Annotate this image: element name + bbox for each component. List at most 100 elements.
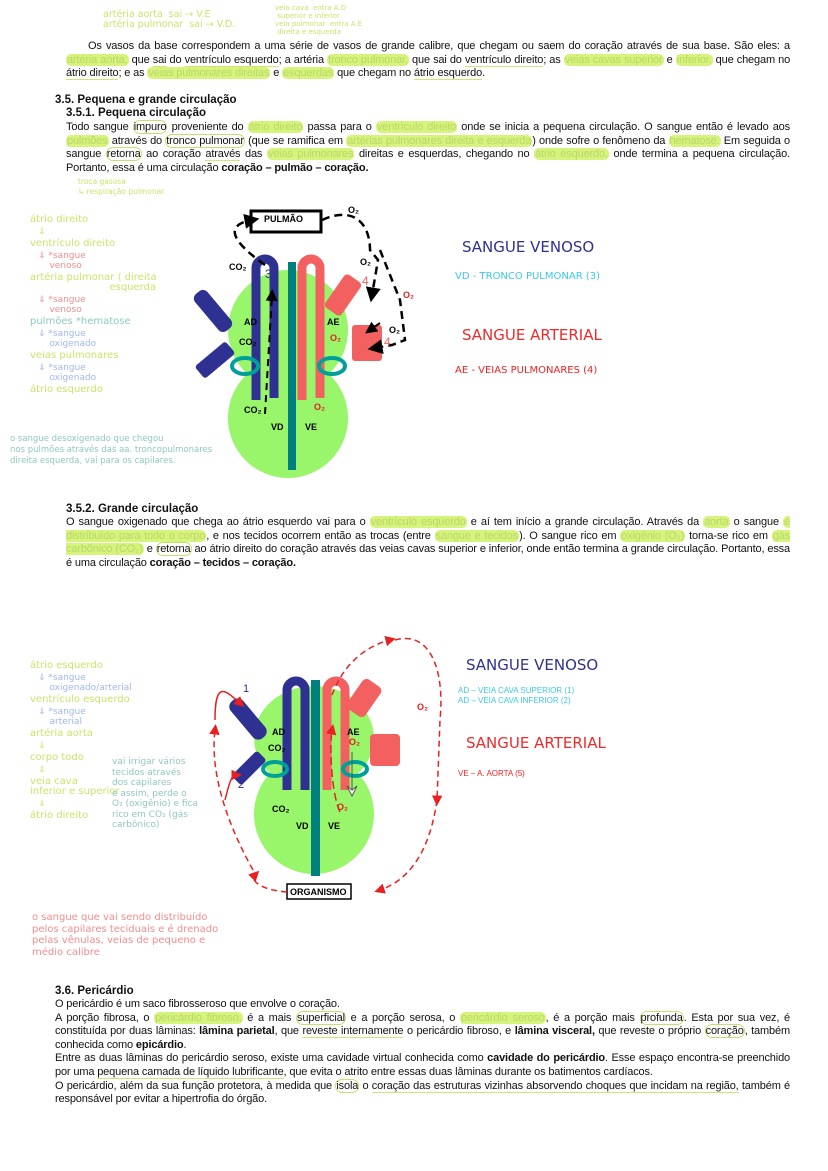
text-segment: e a porção serosa, o	[345, 1011, 460, 1024]
text-segment: que chegam no	[334, 67, 414, 80]
flow-note: ⇓	[38, 765, 46, 775]
text-segment: retorna	[105, 147, 142, 162]
text-segment: torna-se rico em	[685, 529, 772, 542]
flow-note: átrio esquerdo	[30, 660, 103, 671]
d2-num-2: 2	[238, 779, 244, 791]
pericardio-paragraph: Entre as duas lâminas do pericárdio sero…	[55, 1052, 790, 1079]
text-segment: que sai do	[408, 53, 465, 66]
flow-note: pulmões *hematose	[30, 316, 131, 327]
d1-ve: VE	[305, 422, 317, 432]
text-segment: o	[359, 1079, 372, 1092]
text-segment: que reveste o próprio	[594, 1025, 705, 1038]
text-segment: , que	[274, 1025, 303, 1038]
text-segment: Os vasos da base correspondem a uma séri…	[88, 40, 790, 52]
bold-text: cavidade do pericárdio	[487, 1052, 606, 1065]
d1-num-4b: 4	[384, 335, 391, 349]
highlighted-text: ventrículo direito	[375, 121, 458, 133]
text-segment: e	[663, 53, 676, 66]
highlighted-text: esquerdas	[282, 67, 335, 80]
legend-ae-veias-pulmonares: AE - VEIAS PULMONARES (4)	[455, 365, 598, 376]
flow-note: ventrículo esquerdo	[30, 694, 130, 705]
flow-note: ⇓ *sangue venoso	[38, 295, 86, 315]
flow-note: ⇓ *sangue arterial	[38, 707, 86, 727]
flow-note: veias pulmonares	[30, 350, 119, 361]
text-segment: tronco pulmonar	[165, 133, 245, 148]
text-segment: átrio direito	[66, 67, 119, 81]
d2-num-1: 1	[243, 683, 249, 695]
flow-note: ⇓	[38, 799, 46, 809]
highlighted-text: veias pulmonares direitas	[147, 67, 271, 80]
legend-vd-tronco-pulmonar: VD - TRONCO PULMONAR (3)	[455, 271, 600, 282]
text-segment: .	[183, 1038, 187, 1051]
flow-note: átrio direito	[30, 214, 89, 225]
paragraph-vasos-base: Os vasos da base correspondem a uma séri…	[66, 40, 790, 81]
text-segment: , que evita o atrito entre essas duas lâ…	[283, 1065, 653, 1078]
text-segment: que	[128, 53, 153, 66]
d1-o2-low: O₂	[389, 325, 400, 335]
d1-o2-ve: O₂	[314, 402, 325, 412]
highlighted-text: ventrículo esquerdo	[369, 516, 467, 528]
bold-text: coração – pulmão – coração.	[221, 161, 369, 174]
text-segment: , é a porção mais	[545, 1011, 640, 1024]
flow-note: artéria aorta	[30, 728, 93, 739]
text-segment: através do	[108, 134, 166, 147]
legend2-sangue-arterial: SANGUE ARTERIAL	[466, 734, 606, 752]
text-segment: coração	[704, 1024, 745, 1039]
highlighted-text: átrio esquerdo,	[534, 148, 609, 161]
veia-pulmonar-sup	[324, 274, 362, 316]
bold-text: epicárdio	[135, 1038, 184, 1051]
flow-note: ventrículo direito	[30, 238, 116, 249]
highlighted-text: artéria aorta,	[66, 53, 129, 66]
d2-co2-ad: CO₂	[268, 743, 286, 753]
highlighted-text: veias pulmonares	[266, 148, 355, 161]
highlighted-text: pericárdio seroso	[459, 1011, 546, 1024]
flow-note: ⇓	[38, 741, 46, 751]
text-segment: ). O sangue rico em	[519, 529, 621, 542]
legend2-ve-aorta: VE – A. AORTA (5)	[458, 769, 525, 778]
section-heading-3-5-2: 3.5.2. Grande circulação	[66, 503, 199, 515]
text-segment: . Esta por sua vez, é constituída por du…	[55, 1011, 790, 1038]
diagram1-flow-notes: átrio direito ⇓ventrículo direito ⇓ *sangu…	[30, 214, 170, 397]
highlighted-text: tronco pulmonar,	[327, 53, 409, 66]
text-segment: reveste internamente	[302, 1025, 404, 1039]
flow-note: átrio esquerdo	[30, 384, 103, 395]
text-segment: sai	[152, 53, 167, 67]
paragraph-grande-circulacao: O sangue oxigenado que chega ao átrio es…	[66, 516, 790, 570]
flow-note: ⇓	[38, 227, 46, 237]
highlighted-text: sangue e tecidos	[434, 529, 520, 542]
bold-text: lâmina visceral,	[514, 1025, 595, 1038]
diagram1-heart	[193, 209, 407, 478]
text-segment: e	[270, 67, 283, 80]
text-segment: pequena camada de líquido lubrificante	[97, 1065, 284, 1079]
d1-ae: AE	[327, 317, 340, 327]
text-segment: ventrículo esquerdo	[184, 53, 279, 67]
text-segment: O pericárdio, além da sua função proteto…	[55, 1079, 336, 1092]
text-segment: impuro	[132, 120, 168, 134]
text-segment: Entre as duas lâminas do pericárdio sero…	[55, 1052, 488, 1065]
d1-co2-vd: CO₂	[244, 405, 262, 415]
flow-note: artéria pulmonar ⟨ direita esquerda	[30, 272, 157, 293]
text-segment: , também conhecida como	[55, 1025, 790, 1051]
text-segment: o sangue	[729, 516, 784, 528]
highlighted-text: oxigênio (O₂)	[620, 529, 686, 542]
text-segment: passa para o	[303, 121, 376, 133]
text-segment: superficial	[296, 1010, 346, 1025]
text-segment: , e nos tecidos ocorrem então as trocas …	[206, 529, 435, 542]
diagram2-heart	[209, 636, 443, 900]
text-segment: também é responsável por evitar a hipert…	[55, 1079, 790, 1106]
text-segment: das	[240, 148, 267, 161]
veia-cava-superior-2	[229, 698, 267, 740]
section-heading-3-5-1: 3.5.1. Pequena circulação	[66, 107, 206, 119]
diagram2-side-note: vai irrigar vários tecidos através dos c…	[112, 757, 198, 830]
d2-o2-right: O₂	[417, 702, 428, 712]
text-segment: e aí tem início a grande circulação. Atr…	[466, 516, 704, 528]
text-segment: ; a artéria	[278, 53, 328, 66]
text-segment: direitas e esquerdas, chegando no	[354, 148, 535, 161]
highlighted-text: pulmões	[66, 134, 109, 147]
text-segment: (que se ramifica em	[244, 134, 347, 147]
text-segment: proveniente do	[167, 121, 248, 133]
text-segment: do	[166, 53, 185, 66]
diagram2-bottom-note: o sangue que vai sendo distribuído pelos…	[32, 912, 219, 958]
highlighted-text: artérias pulmonares direita e esquerda	[346, 134, 533, 147]
